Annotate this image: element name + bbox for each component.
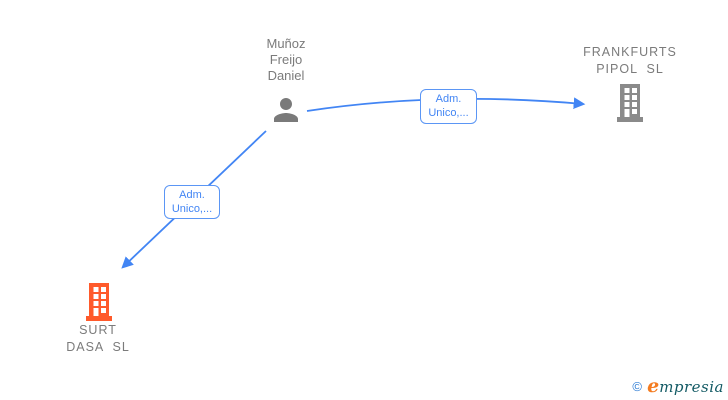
edge-label-adm-unico-surt[interactable]: Adm. Unico,... [164,185,220,219]
logo-text: mpresia [659,378,724,396]
logo-letter-e: e [647,375,660,397]
edge-label-line: Adm. [179,189,205,201]
node-surt[interactable] [83,283,115,321]
node-label-frankfurts[interactable]: FRANKFURTS PIPOL SL [565,44,695,78]
company-name-line: PIPOL SL [596,62,664,76]
person-name-line: Freijo [269,52,303,67]
person-icon [274,98,298,122]
edge-label-line: Adm. [435,93,462,105]
edge-label-line: Unico,... [171,203,213,215]
person-name-line: Daniel [267,68,305,83]
node-person[interactable] [268,92,304,128]
copyright-icon: © [632,379,642,394]
edge-label-line: Unico,... [428,107,469,119]
building-icon [617,84,643,122]
company-name-line: FRANKFURTS [583,45,677,59]
node-label-surt[interactable]: SURT DASA SL [33,322,163,356]
building-icon [86,283,112,321]
empresia-logo[interactable]: © empresia [632,375,724,397]
company-name-line: DASA SL [66,340,130,354]
node-frankfurts[interactable] [614,84,646,122]
edge-label-adm-unico-frankfurts[interactable]: Adm. Unico,... [420,89,477,124]
company-name-line: SURT [79,323,117,337]
person-name-line: Muñoz [266,36,306,51]
node-label-person[interactable]: Muñoz Freijo Daniel [236,36,336,84]
